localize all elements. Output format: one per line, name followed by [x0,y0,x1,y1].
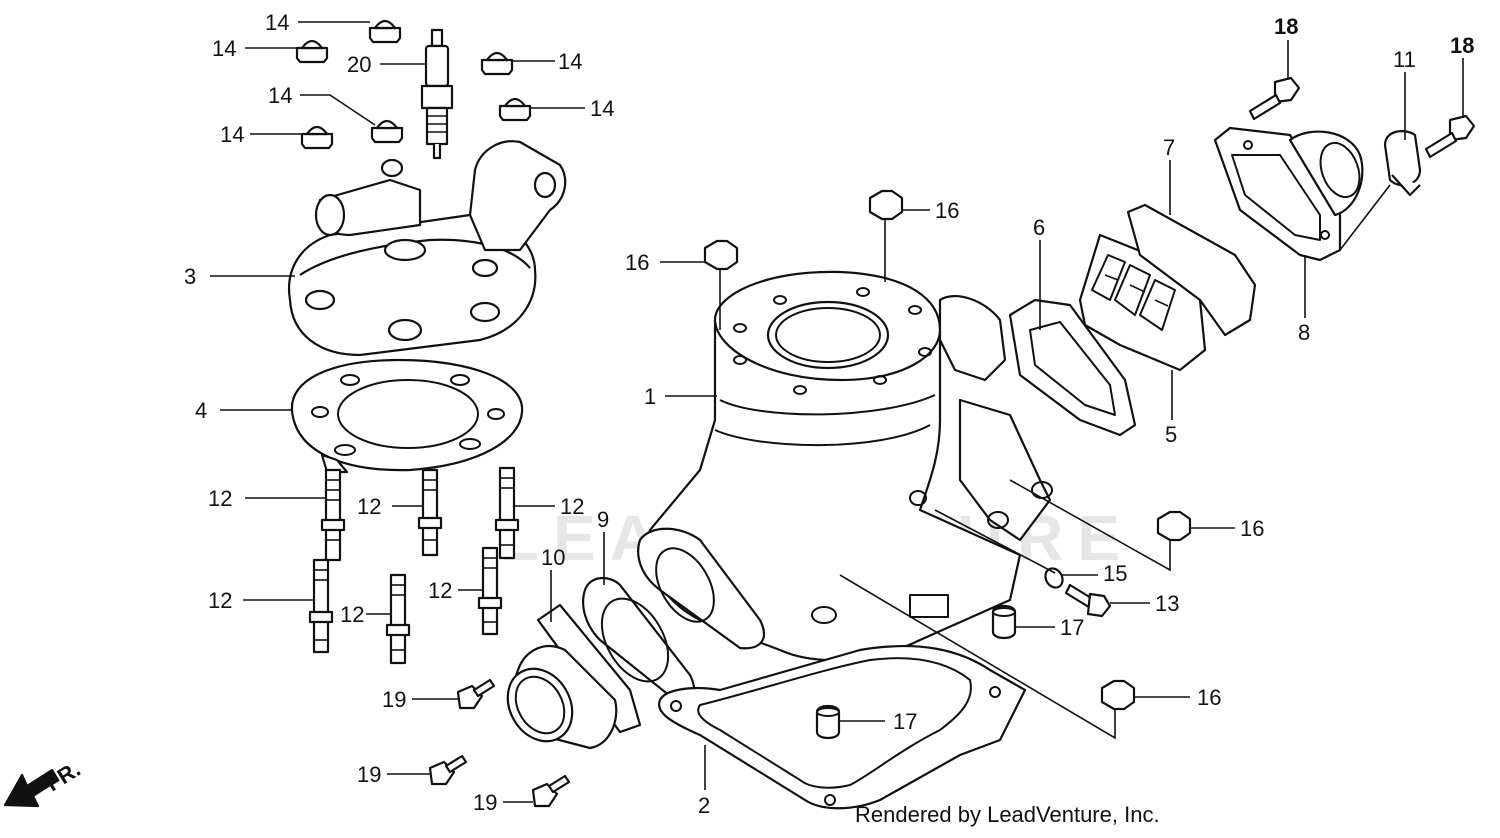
flange-bolt-19-b[interactable] [428,754,468,786]
callout-2: 2 [698,793,710,818]
cap-nut-14-d[interactable] [498,97,532,122]
stud-12-e[interactable] [385,573,411,665]
flange-nut-16-c[interactable] [1156,510,1192,542]
base-gasket-2[interactable] [657,644,1027,810]
stud-12-a[interactable] [320,468,346,562]
cap-nut-14-f[interactable] [300,125,334,150]
flange-nut-16-b[interactable] [703,239,739,271]
callout-3: 3 [184,264,196,289]
bolt-18-a[interactable] [1248,76,1301,121]
callout-17: 17 [1060,615,1084,640]
callout-19: 19 [357,762,381,787]
callout-12: 12 [357,494,381,519]
cap-nut-14-c[interactable] [480,51,514,76]
callout-7: 7 [1163,135,1175,160]
bolt-18-b[interactable] [1424,114,1476,159]
callout-12: 12 [208,588,232,613]
callout-14: 14 [220,122,244,147]
callout-1: 1 [644,384,656,409]
reed-gasket-7[interactable] [1126,203,1257,337]
flange-bolt-19-c[interactable] [531,774,571,808]
callout-19: 19 [473,790,497,815]
callout-4: 4 [195,398,207,423]
callout-12: 12 [340,602,364,627]
dowel-pin-17-a[interactable] [991,604,1017,640]
callout-16: 16 [1240,516,1264,541]
callout-12: 12 [560,494,584,519]
cap-nut-14-e[interactable] [370,119,404,144]
front-marker-label: FR. [41,756,84,796]
callout-14: 14 [590,96,614,121]
spark-plug-20[interactable] [420,28,454,160]
callout-17: 17 [893,709,917,734]
callout-5: 5 [1165,422,1177,447]
callout-18: 18 [1274,14,1298,39]
cylinder-1[interactable] [637,270,1053,662]
callout-14: 14 [265,10,289,35]
callout-15: 15 [1103,561,1127,586]
callout-14: 14 [268,83,292,108]
cylinder-head-3[interactable] [287,140,567,357]
cap-nut-14-b[interactable] [295,39,329,64]
flange-bolt-19-a[interactable] [456,678,496,710]
callout-labels: 14 14 20 14 14 14 14 3 4 12 12 12 12 12 … [184,10,1474,818]
callout-11: 11 [1393,47,1416,72]
callout-14: 14 [558,49,582,74]
head-gasket-4[interactable] [290,358,524,474]
cap-nut-14-a[interactable] [368,19,402,44]
stud-12-b[interactable] [417,468,443,557]
callout-12: 12 [428,578,452,603]
hose-clamp-11[interactable] [1383,130,1422,197]
intake-manifold-8[interactable] [1213,126,1366,262]
stud-12-f[interactable] [477,546,503,636]
callout-20: 20 [347,52,371,77]
callout-12: 12 [208,486,232,511]
callout-6: 6 [1033,215,1045,240]
callout-19: 19 [382,687,406,712]
intake-joint-10[interactable] [495,603,642,753]
leader-lines [210,21,1464,803]
callout-10: 10 [541,545,565,570]
bolt-13[interactable] [1064,583,1112,618]
callout-13: 13 [1155,591,1179,616]
flange-nut-16-a[interactable] [868,189,904,221]
callout-14: 14 [212,36,236,61]
callout-16: 16 [935,198,959,223]
stud-12-c[interactable] [494,466,520,560]
callout-16: 16 [1197,685,1221,710]
flange-nut-16-d[interactable] [1100,679,1136,711]
dowel-pin-17-b[interactable] [815,704,841,740]
callout-8: 8 [1298,320,1310,345]
callout-9: 9 [597,507,609,532]
callout-16: 16 [625,250,649,275]
front-direction-arrow-icon: FR. [3,756,85,808]
credit-text: Rendered by LeadVenture, Inc. [855,802,1160,827]
reed-gasket-6[interactable] [1008,298,1137,437]
callout-18: 18 [1450,33,1474,58]
stud-12-d[interactable] [308,558,334,654]
